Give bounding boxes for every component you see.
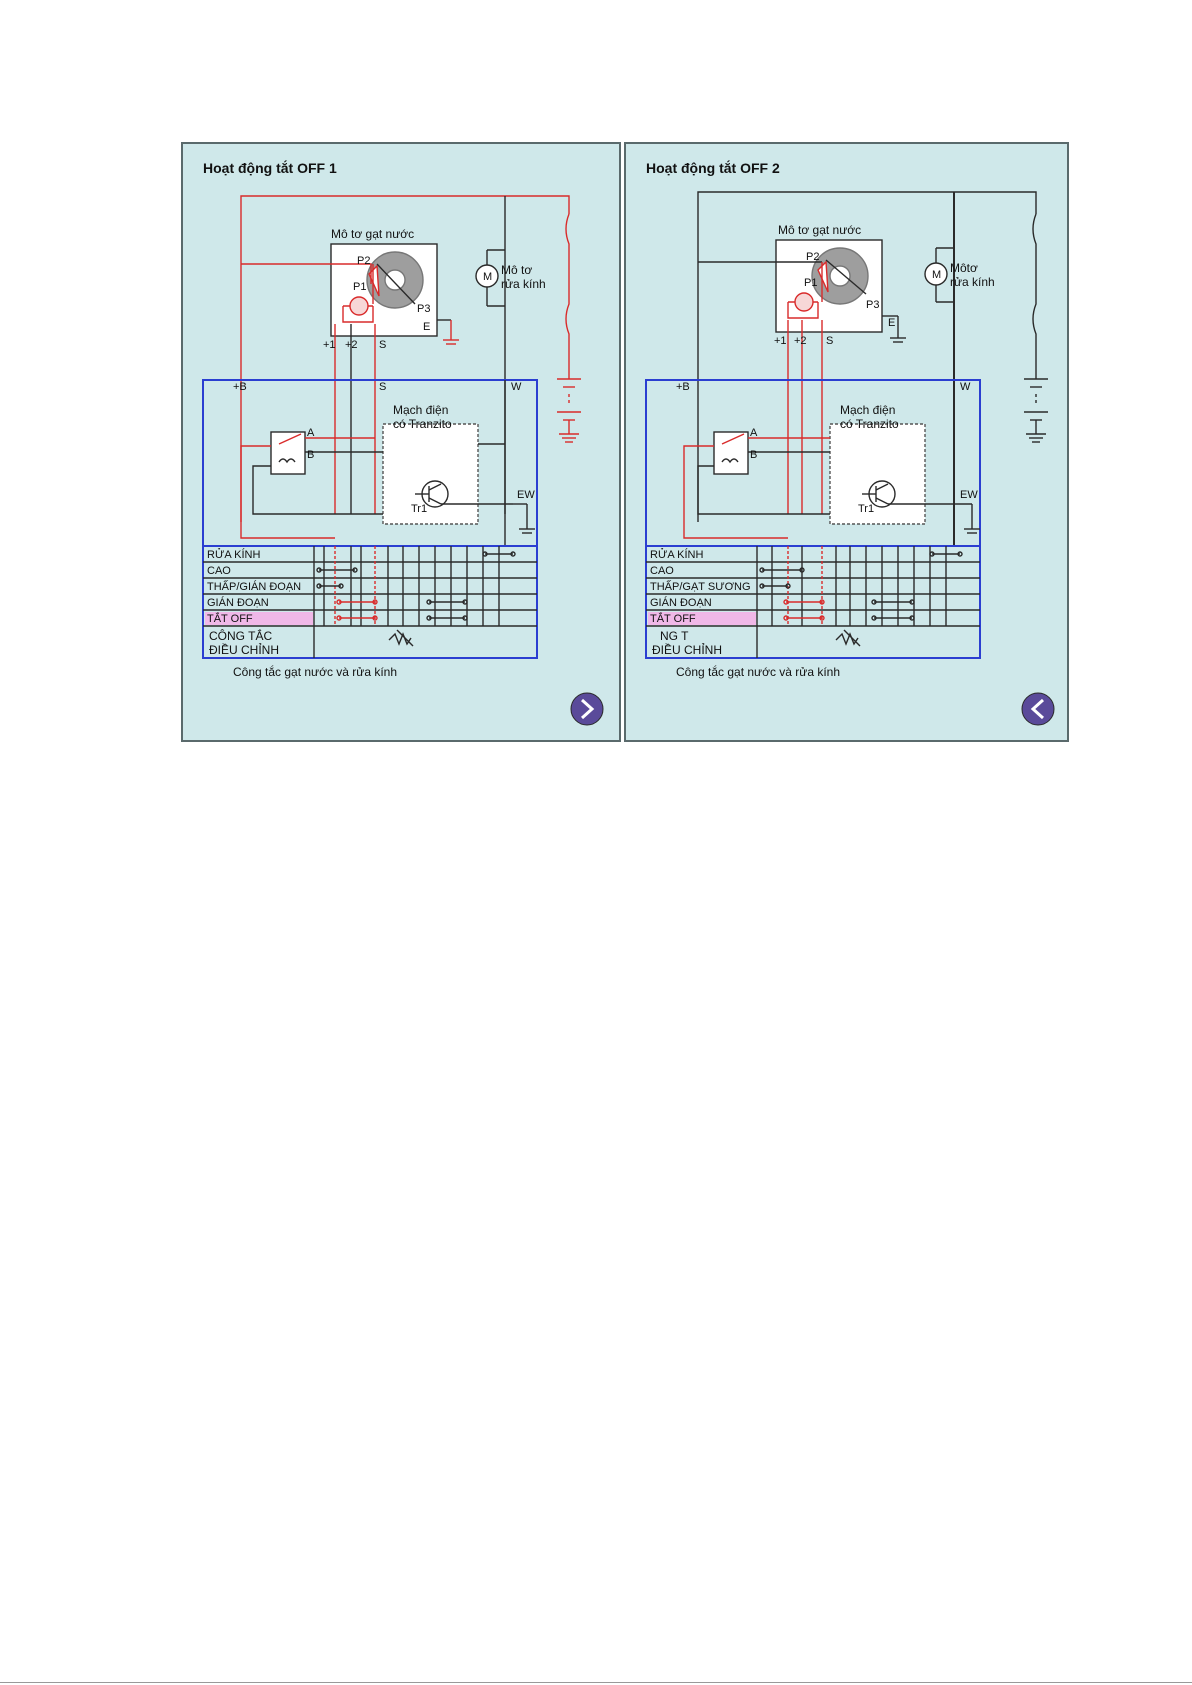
washer-motor-label-2: rửa kính [501, 277, 546, 291]
wiper-motor-label: Mô tơ gạt nước [778, 223, 861, 237]
terminal-ew: EW [960, 489, 978, 501]
switch-title: Công tắc gạt nước và rửa kính [233, 664, 397, 679]
transistor-circuit-label-2: có Tranzito [840, 417, 899, 431]
wiring-diagram-1: Mô tơ gạt nước Mô tơ rửa kính Mạch điện … [202, 195, 604, 726]
next-button[interactable] [570, 692, 604, 726]
terminal-p2: P2 [806, 251, 819, 263]
row-off: TẮT OFF [650, 612, 696, 625]
relay-b: B [307, 449, 314, 461]
prev-button[interactable] [1021, 692, 1055, 726]
terminal-e: E [888, 317, 895, 329]
terminal-p1: P1 [353, 281, 366, 293]
terminal-e: E [423, 321, 430, 333]
terminal-w: W [960, 381, 971, 393]
terminal-p2: P2 [357, 255, 370, 267]
terminal-p3: P3 [417, 303, 430, 315]
transistor-tr1: Tr1 [411, 503, 427, 515]
terminal-ew: EW [517, 489, 535, 501]
relay-a: A [307, 427, 315, 439]
transistor-circuit-label-1: Mạch điện [393, 403, 448, 417]
chevron-left-icon [1030, 698, 1045, 720]
transistor-circuit-label-2: có Tranzito [393, 417, 452, 431]
terminal-plus1: +1 [774, 335, 787, 347]
wiper-motor-label: Mô tơ gạt nước [331, 227, 414, 241]
row-intermittent: GIÁN ĐOẠN [207, 596, 269, 609]
wiring-diagram-2: Mô tơ gạt nước Môtơ rửa kính Mạch điện c… [645, 191, 1055, 726]
adjust-switch-2: ĐIỀU CHỈNH [209, 642, 279, 657]
terminal-plus2: +2 [345, 339, 358, 351]
diagram-panel-off-2: Hoạt động tắt OFF 2 [624, 142, 1069, 742]
row-low: THẤP/GẠT SƯƠNG [650, 580, 751, 593]
terminal-plus2: +2 [794, 335, 807, 347]
page-bottom-rule [0, 1682, 1192, 1683]
adjust-switch-1: CÔNG TẮC [209, 628, 272, 643]
panel-title: Hoạt động tắt OFF 2 [646, 160, 780, 176]
terminal-plus1: +1 [323, 339, 336, 351]
chevron-right-icon [580, 698, 595, 720]
row-washer: RỬA KÍNH [650, 548, 703, 561]
row-low: THẤP/GIÁN ĐOẠN [207, 580, 301, 593]
adjust-switch-1: NG T [660, 629, 689, 643]
relay-b: B [750, 449, 757, 461]
row-off: TẮT OFF [207, 612, 253, 625]
switch-title: Công tắc gạt nước và rửa kính [676, 664, 840, 679]
terminal-plus-b: +B [233, 381, 247, 393]
panel-title: Hoạt động tắt OFF 1 [203, 160, 337, 176]
diagram-panel-off-1: Hoạt động tắt OFF 1 [181, 142, 621, 742]
terminal-p3: P3 [866, 299, 879, 311]
terminal-plus-b: +B [676, 381, 690, 393]
adjust-switch-2: ĐIỀU CHỈNH [652, 642, 722, 657]
terminal-s-top: S [379, 339, 386, 351]
terminal-p1: P1 [804, 277, 817, 289]
washer-motor-label-1: Môtơ [950, 261, 978, 275]
row-high: CAO [207, 565, 231, 577]
washer-motor-label-2: rửa kính [950, 275, 995, 289]
terminal-s-bottom: S [379, 381, 386, 393]
washer-motor-m: M [932, 269, 941, 281]
washer-motor-m: M [483, 271, 492, 283]
washer-motor-label-1: Mô tơ [501, 263, 532, 277]
terminal-s-top: S [826, 335, 833, 347]
relay-a: A [750, 427, 758, 439]
row-high: CAO [650, 565, 674, 577]
row-washer: RỬA KÍNH [207, 548, 260, 561]
transistor-tr1: Tr1 [858, 503, 874, 515]
terminal-w: W [511, 381, 522, 393]
transistor-circuit-label-1: Mạch điện [840, 403, 895, 417]
row-intermittent: GIÁN ĐOẠN [650, 596, 712, 609]
